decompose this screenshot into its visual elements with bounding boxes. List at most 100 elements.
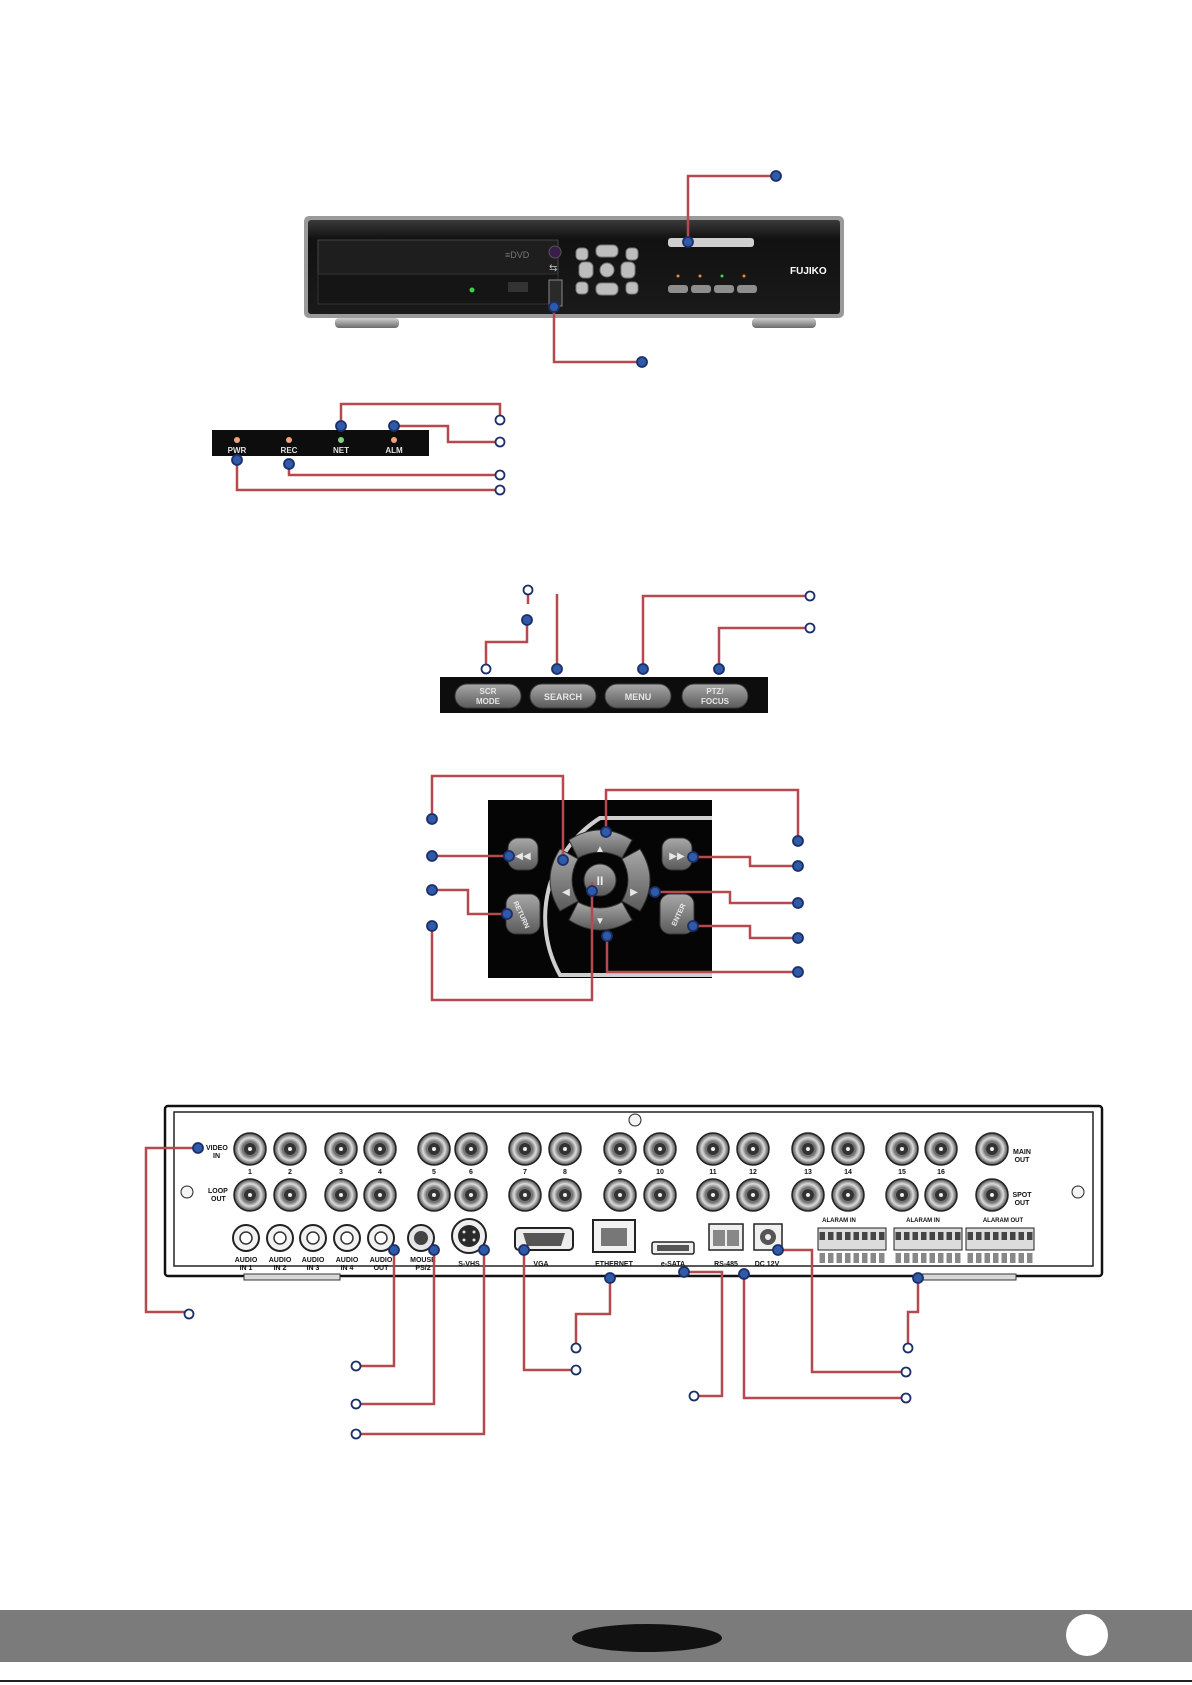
fast-forward-button: ▶▶ [661, 837, 693, 871]
audio-label-1: AUDIO [269, 1257, 292, 1264]
esata-port [651, 1241, 695, 1255]
channel-number: 6 [469, 1169, 473, 1176]
return-button: RETURN [505, 893, 541, 935]
video-in-bnc [454, 1132, 488, 1166]
loop-out-bnc [273, 1178, 307, 1212]
svg-text:≡DVD: ≡DVD [505, 250, 530, 260]
loop-out-bnc [233, 1178, 267, 1212]
mouse-label-2: PS/2 [415, 1265, 430, 1272]
left-arrow-icon: ◀ [562, 887, 570, 898]
video-in-bnc [548, 1132, 582, 1166]
video-in-bnc [885, 1132, 919, 1166]
right-button: ▶ [621, 848, 651, 912]
led-label-rec: REC [281, 446, 298, 455]
ptz-focus-button: PTZ/ FOCUS [681, 683, 749, 709]
audio-jack [232, 1224, 260, 1252]
ethernet-label: ETHERNET [595, 1261, 633, 1268]
channel-number: 7 [523, 1169, 527, 1176]
video-in-bnc [233, 1132, 267, 1166]
audio-label-2: IN 3 [307, 1265, 320, 1272]
main-out-label-2: OUT [1015, 1157, 1031, 1164]
audio-label-1: AUDIO [235, 1257, 258, 1264]
ptz-label-2: FOCUS [701, 697, 730, 706]
channel-number: 15 [898, 1169, 906, 1176]
channel-number: 12 [749, 1169, 757, 1176]
svg-text:⇆: ⇆ [549, 263, 557, 274]
enter-button: ENTER [659, 893, 695, 935]
loop-out-bnc [417, 1178, 451, 1212]
rs485-label: RS-485 [714, 1261, 738, 1268]
loop-out-bnc [696, 1178, 730, 1212]
search-button: SEARCH [529, 683, 597, 709]
audio-label-2: IN 2 [274, 1265, 287, 1272]
channel-number: 8 [563, 1169, 567, 1176]
menu-label: MENU [625, 692, 652, 702]
channel-number: 13 [804, 1169, 812, 1176]
audio-label-1: AUDIO [370, 1257, 393, 1264]
up-button: ▲ [568, 829, 633, 859]
vga-port [514, 1227, 574, 1251]
pause-icon: II [597, 874, 604, 888]
video-in-bnc [924, 1132, 958, 1166]
audio-jack [367, 1224, 395, 1252]
rewind-icon: ◀◀ [515, 851, 531, 862]
front-panel: ≡DVD ⇆ FUJIKO [304, 216, 844, 328]
video-in-bnc [643, 1132, 677, 1166]
alarm-terminal-blocks [817, 1227, 1035, 1263]
video-in-label-2: IN [213, 1153, 220, 1160]
video-in-label-1: VIDEO [206, 1145, 228, 1152]
alarm-in-2-label: ALARAM IN [906, 1218, 940, 1224]
video-in-bnc [508, 1132, 542, 1166]
brand-logo: FUJIKO [790, 266, 827, 277]
dc-power-jack [753, 1223, 783, 1251]
audio-label-2: IN 4 [341, 1265, 354, 1272]
spot-out-bnc [975, 1178, 1009, 1212]
scr-mode-button: SCR MODE [454, 683, 522, 709]
channel-number: 2 [288, 1169, 292, 1176]
loop-out-bnc [643, 1178, 677, 1212]
loop-out-bnc [508, 1178, 542, 1212]
channel-number: 11 [709, 1169, 717, 1176]
video-in-bnc [363, 1132, 397, 1166]
up-arrow-icon: ▲ [595, 844, 605, 855]
right-arrow-icon: ▶ [630, 887, 638, 898]
page-number-circle [1066, 1614, 1108, 1656]
svhs-port [451, 1218, 487, 1254]
ps2-mouse-port [407, 1224, 435, 1252]
terminal-block [817, 1227, 887, 1263]
mouse-label-1: MOUSE [410, 1257, 436, 1264]
channel-number: 4 [378, 1169, 382, 1176]
screw-icon [180, 1113, 1085, 1199]
footer-pill [572, 1624, 722, 1652]
scr-mode-label-2: MODE [476, 697, 501, 706]
loop-out-bnc [736, 1178, 770, 1212]
video-in-bnc [273, 1132, 307, 1166]
channel-number: 14 [844, 1169, 852, 1176]
down-arrow-icon: ▼ [595, 916, 605, 927]
audio-jack [266, 1224, 294, 1252]
spot-out-label-2: OUT [1015, 1200, 1031, 1207]
audio-label-1: AUDIO [336, 1257, 359, 1264]
down-button: ▼ [568, 901, 633, 931]
main-out-label-1: MAIN [1013, 1149, 1031, 1156]
loop-out-bnc [924, 1178, 958, 1212]
callout-lines [144, 170, 924, 1440]
navigation-pad: ▲ ▼ ◀ ▶ II ◀◀ ▶▶ [488, 800, 712, 978]
loop-out-bnc [324, 1178, 358, 1212]
vga-label: VGA [533, 1261, 548, 1268]
channel-number: 10 [656, 1169, 664, 1176]
alarm-out-label: ALARAM OUT [983, 1218, 1024, 1224]
audio-label-2: OUT [374, 1265, 390, 1272]
loop-out-bnc [603, 1178, 637, 1212]
terminal-block [893, 1227, 963, 1263]
audio-label-1: AUDIO [302, 1257, 325, 1264]
menu-button: MENU [604, 683, 672, 709]
loop-out-bnc [831, 1178, 865, 1212]
dc-label: DC 12V [755, 1261, 780, 1268]
loop-out-bnc [548, 1178, 582, 1212]
video-in-bnc [831, 1132, 865, 1166]
channel-number: 3 [339, 1169, 343, 1176]
